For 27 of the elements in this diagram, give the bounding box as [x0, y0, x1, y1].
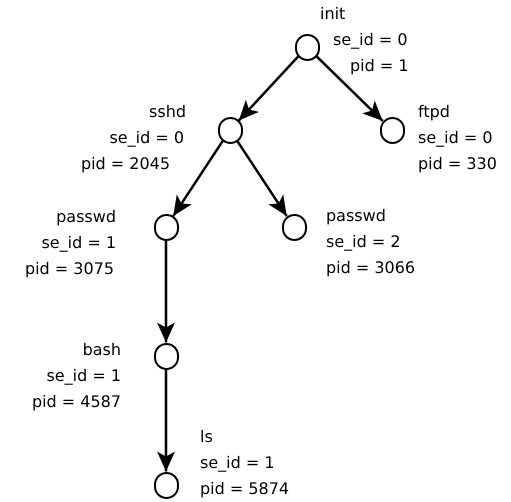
- arrow: [238, 56, 300, 122]
- arrow: [236, 140, 288, 217]
- node-caption: pid = 4587: [32, 393, 121, 411]
- arrow: [172, 140, 224, 217]
- node-caption: pid = 3075: [24, 260, 114, 278]
- node-caption: ls: [200, 428, 213, 446]
- node-caption: bash: [82, 341, 121, 359]
- node-caption: se_id = 1: [200, 454, 275, 472]
- node-caption: passwd: [56, 208, 116, 226]
- node-caption: pid = 5874: [200, 480, 290, 498]
- arrow: [157, 370, 175, 472]
- node-caption: se_id = 0: [418, 129, 493, 147]
- arrow: [157, 240, 175, 342]
- node-caption: se_id = 0: [109, 129, 184, 147]
- node-caption: passwd: [326, 207, 386, 225]
- node-caption: se_id = 0: [333, 31, 408, 49]
- node-caption: se_id = 2: [326, 233, 401, 251]
- node-caption: sshd: [149, 103, 186, 121]
- node-caption: pid = 2045: [80, 155, 170, 173]
- node-caption: ftpd: [418, 103, 450, 121]
- arrow: [315, 55, 384, 122]
- node-caption: se_id = 1: [46, 367, 121, 385]
- node-caption: pid = 3066: [326, 259, 416, 277]
- node-caption: pid = 1: [350, 57, 409, 75]
- node-caption: se_id = 1: [41, 234, 116, 252]
- node-caption: init: [320, 5, 346, 23]
- node-caption: pid = 330: [418, 155, 497, 173]
